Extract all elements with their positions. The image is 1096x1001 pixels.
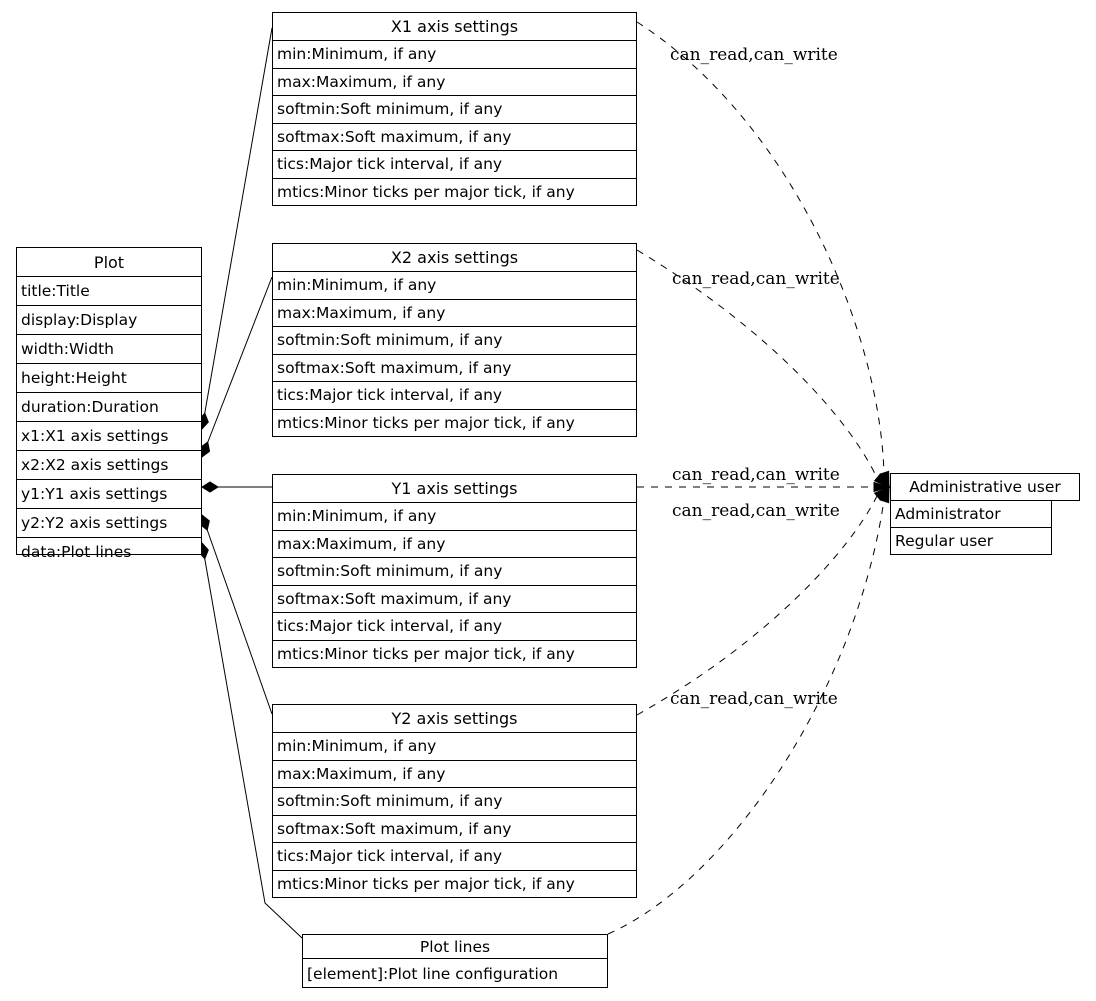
- edge-label-x1: can_read,can_write: [670, 45, 838, 65]
- plot-row-x2: x2:X2 axis settings: [17, 450, 201, 479]
- y1-row-max: max:Maximum, if any: [273, 529, 636, 558]
- edge-plot-data: [201, 542, 303, 939]
- aggregation-diamond-y1: [201, 481, 219, 493]
- y2-row-softmax: softmax:Soft maximum, if any: [273, 814, 636, 843]
- plot-row-y1: y1:Y1 axis settings: [17, 479, 201, 508]
- x2-row-softmin: softmin:Soft minimum, if any: [273, 326, 636, 354]
- x1-row-mtics: mtics:Minor ticks per major tick, if any: [273, 177, 636, 206]
- user-box-administrative-user: Administrative user: [890, 473, 1080, 501]
- y2-row-min: min:Minimum, if any: [273, 732, 636, 760]
- arrowhead-plotlines: [879, 485, 890, 504]
- edge-label-x2: can_read,can_write: [672, 269, 840, 289]
- arrowhead-x2: [873, 473, 891, 489]
- plot-row-x1: x1:X1 axis settings: [17, 421, 201, 450]
- x2-row-mtics: mtics:Minor ticks per major tick, if any: [273, 408, 636, 437]
- x1-row-softmax: softmax:Soft maximum, if any: [273, 122, 636, 151]
- class-title-y2-axis: Y2 axis settings: [391, 709, 518, 728]
- edge-plot-x1: [201, 27, 273, 430]
- plot-lines-row-element: [element]:Plot line configuration: [303, 958, 607, 988]
- y2-row-softmin: softmin:Soft minimum, if any: [273, 787, 636, 815]
- x2-row-max: max:Maximum, if any: [273, 298, 636, 327]
- class-box-x1-axis: X1 axis settings min:Minimum, if any max…: [272, 12, 637, 206]
- x2-row-tics: tics:Major tick interval, if any: [273, 381, 636, 409]
- y2-row-tics: tics:Major tick interval, if any: [273, 842, 636, 870]
- x2-row-softmax: softmax:Soft maximum, if any: [273, 353, 636, 382]
- y2-row-mtics: mtics:Minor ticks per major tick, if any: [273, 869, 636, 898]
- edge-label-y2: can_read,can_write: [672, 501, 840, 521]
- class-box-plot: Plot title:Title display:Display width:W…: [16, 247, 202, 561]
- x1-row-softmin: softmin:Soft minimum, if any: [273, 95, 636, 123]
- class-title-x2-axis: X2 axis settings: [390, 248, 519, 267]
- class-box-x2-axis: X2 axis settings min:Minimum, if any max…: [272, 243, 637, 437]
- edge-x1-users: [636, 21, 885, 475]
- edge-label-y1: can_read,can_write: [672, 465, 840, 485]
- edge-plot-x2: [201, 276, 273, 458]
- class-title-plot: Plot: [93, 252, 125, 272]
- y1-row-min: min:Minimum, if any: [273, 502, 636, 530]
- plot-row-data: data:Plot lines: [17, 537, 201, 566]
- edge-plot-y2: [201, 514, 273, 715]
- class-box-plot-lines: Plot lines [element]:Plot line configura…: [302, 934, 608, 988]
- y1-row-tics: tics:Major tick interval, if any: [273, 612, 636, 640]
- y1-row-softmin: softmin:Soft minimum, if any: [273, 557, 636, 585]
- user-box-administrator: Administrator: [890, 500, 1052, 528]
- class-box-y2-axis: Y2 axis settings min:Minimum, if any max…: [272, 704, 637, 898]
- class-title-x1-axis: X1 axis settings: [390, 17, 519, 36]
- x1-row-min: min:Minimum, if any: [273, 40, 636, 68]
- plot-row-duration: duration:Duration: [17, 392, 201, 421]
- class-title-y1-axis: Y1 axis settings: [391, 479, 518, 498]
- edge-x2-users: [636, 249, 878, 479]
- plot-row-width: width:Width: [17, 334, 201, 363]
- x2-row-min: min:Minimum, if any: [273, 271, 636, 299]
- arrowhead-y1: [873, 481, 891, 493]
- x1-row-tics: tics:Major tick interval, if any: [273, 150, 636, 178]
- class-box-y1-axis: Y1 axis settings min:Minimum, if any max…: [272, 474, 637, 668]
- y2-row-max: max:Maximum, if any: [273, 759, 636, 788]
- user-box-regular-user: Regular user: [890, 527, 1052, 555]
- plot-row-title: title:Title: [17, 276, 201, 305]
- plot-row-display: display:Display: [17, 305, 201, 334]
- x1-row-max: max:Maximum, if any: [273, 67, 636, 96]
- plot-row-height: height:Height: [17, 363, 201, 392]
- edge-label-plot-lines: can_read,can_write: [670, 689, 838, 709]
- class-title-plot-lines: Plot lines: [419, 937, 491, 956]
- y1-row-softmax: softmax:Soft maximum, if any: [273, 584, 636, 613]
- y1-row-mtics: mtics:Minor ticks per major tick, if any: [273, 639, 636, 668]
- edge-y2-users: [636, 495, 878, 716]
- edge-plotlines-users: [607, 499, 885, 935]
- plot-row-y2: y2:Y2 axis settings: [17, 508, 201, 537]
